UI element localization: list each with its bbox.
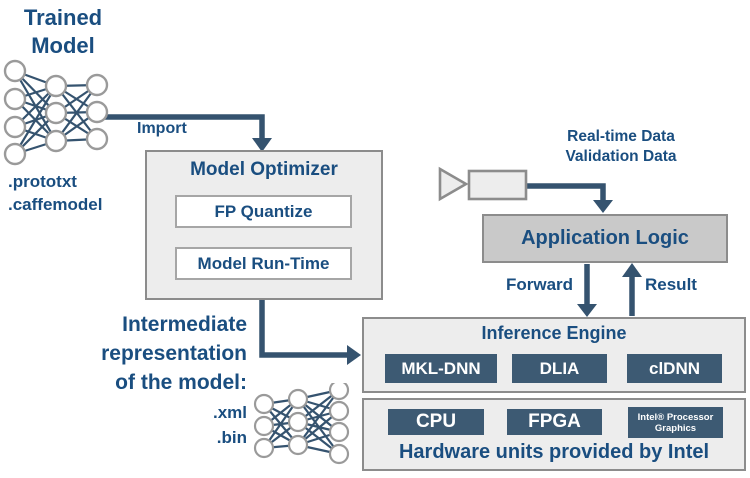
forward-label: Forward	[506, 275, 574, 294]
intermediate-caption-line1: Intermediate	[122, 313, 247, 336]
hardware-caption: Hardware units provided by Intel	[398, 441, 710, 463]
trained-model-title-line2: Model	[31, 33, 95, 58]
inference-engine-title: Inference Engine	[481, 323, 627, 343]
intermediate-neural-network-icon	[253, 383, 350, 465]
camera-arrowhead-icon	[593, 200, 613, 213]
dlia-chip: DLIA	[512, 354, 607, 383]
intermediate-caption-line3: of the model:	[115, 371, 247, 394]
intel-graphics-line1: Intel® Processor	[637, 411, 714, 423]
intel-graphics-line2: Graphics	[654, 422, 697, 434]
caffemodel-label: .caffemodel	[8, 195, 103, 214]
camera-icon	[438, 166, 528, 202]
fpga-chip: FPGA	[507, 409, 602, 435]
model-optimizer-title: Model Optimizer	[190, 159, 338, 180]
cldnn-chip: clDNN	[627, 354, 722, 383]
intermediate-caption-line2: representation	[101, 342, 247, 365]
validation-data-label: Validation Data	[565, 148, 677, 165]
prototxt-label: .prototxt	[8, 172, 77, 191]
trained-neural-network-icon	[3, 59, 109, 166]
realtime-data-label: Real-time Data	[567, 128, 675, 145]
result-arrowhead-icon	[622, 263, 642, 277]
intermediate-representation-caption: Intermediate representation of the model…	[50, 310, 247, 450]
hardware-panel: CPU FPGA Intel® Processor Graphics Hardw…	[362, 398, 746, 471]
application-logic-panel: Application Logic	[482, 214, 728, 263]
trained-model-title: Trained Model	[6, 4, 120, 60]
xml-format-label: .xml	[212, 403, 247, 422]
source-file-formats: .prototxt .caffemodel	[8, 170, 102, 216]
optimizer-arrowhead-icon	[347, 345, 361, 365]
optimizer-to-engine-arrow-line	[259, 299, 349, 358]
model-runtime-step: Model Run-Time	[175, 247, 352, 280]
forward-arrowhead-icon	[577, 304, 597, 317]
data-input-labels: Real-time Data Validation Data	[548, 127, 694, 167]
intel-processor-graphics-chip: Intel® Processor Graphics	[628, 407, 723, 438]
result-label: Result	[645, 275, 697, 294]
model-optimizer-panel: Model Optimizer FP Quantize Model Run-Ti…	[145, 150, 383, 300]
import-label: Import	[137, 120, 187, 137]
trained-model-title-line1: Trained	[23, 5, 103, 30]
fp-quantize-step: FP Quantize	[175, 195, 352, 228]
application-logic-title: Application Logic	[521, 227, 689, 249]
mkl-dnn-chip: MKL-DNN	[385, 354, 497, 383]
cpu-chip: CPU	[388, 409, 484, 435]
bin-format-label: .bin	[216, 428, 247, 447]
camera-to-applogic-arrow-line	[524, 183, 606, 202]
inference-engine-panel: Inference Engine MKL-DNN DLIA clDNN	[362, 317, 746, 393]
